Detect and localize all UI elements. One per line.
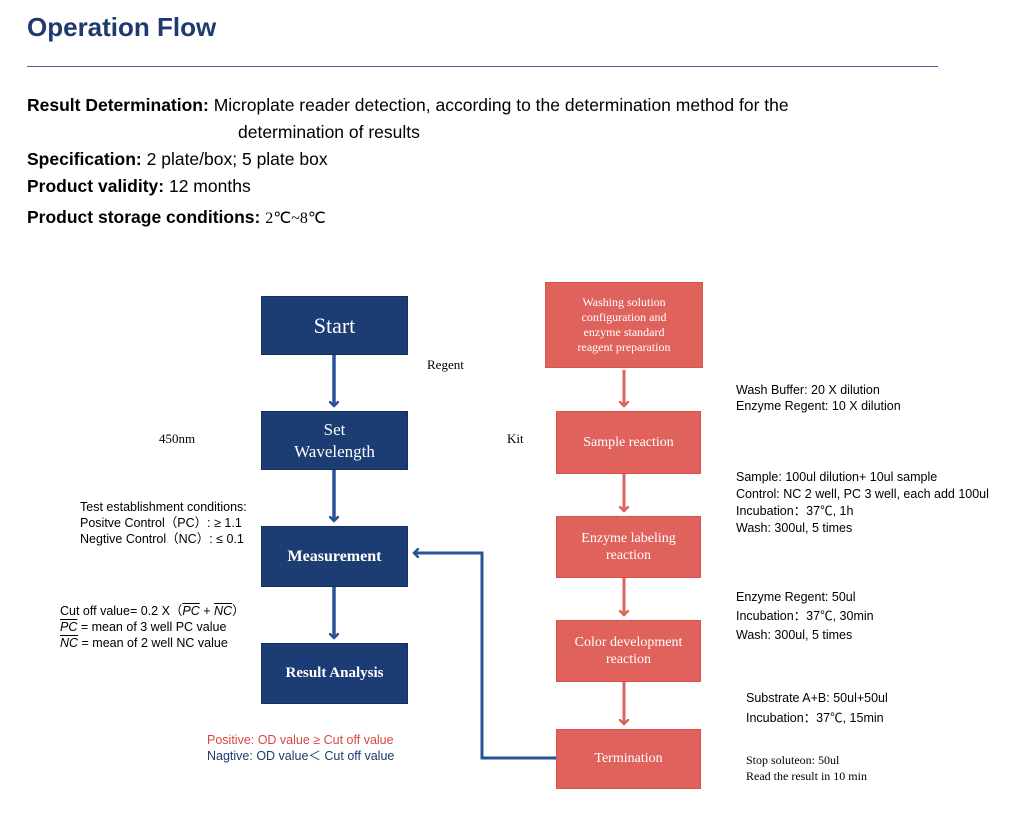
measurement-label: Measurement xyxy=(287,547,382,565)
color-development-label-2: reaction xyxy=(605,652,652,667)
sample-line-4: Wash: 300ul, 5 times xyxy=(736,521,853,535)
nc-mean-symbol: NC xyxy=(60,636,79,650)
cutoff-formula: Cut off value= 0.2 X（PC + NC） xyxy=(60,603,245,619)
nc-mean-line: NC = mean of 2 well NC value xyxy=(60,635,245,651)
termination-box: Termination xyxy=(556,729,701,789)
test-conditions-nc: Negtive Control（NC）: ≤ 0.1 xyxy=(80,532,244,546)
set-wavelength-label-1: Set xyxy=(323,419,346,439)
sample-line-2: Control: NC 2 well, PC 3 well, each add … xyxy=(736,487,989,501)
start-box: Start xyxy=(261,296,408,355)
result-text-1: Microplate reader detection, according t… xyxy=(213,95,789,115)
washing-label-4: reagent preparation xyxy=(577,340,671,354)
sample-reaction-box: Sample reaction xyxy=(556,411,701,474)
cutoff-plus: + xyxy=(199,604,215,618)
title-divider xyxy=(27,66,938,67)
color-development-box: Color development reaction xyxy=(556,620,701,682)
arrow-termination-to-measurement xyxy=(414,553,556,760)
sample-note: Sample: 100ul dilution+ 10ul sample Cont… xyxy=(736,469,989,537)
enzyme-note: Enzyme Regent: 50ul Incubation：37℃, 30mi… xyxy=(736,588,874,645)
sample-line-3: Incubation：37℃, 1h xyxy=(736,504,854,518)
spec-text: 2 plate/box; 5 plate box xyxy=(146,149,328,169)
nc-mean-text: = mean of 2 well NC value xyxy=(78,636,228,650)
cutoff-suffix: ） xyxy=(232,604,245,618)
set-wavelength-label-2: Wavelength xyxy=(294,441,375,461)
page-title: Operation Flow xyxy=(27,12,217,42)
substrate-line-1: Substrate A+B: 50ul+50ul xyxy=(746,691,888,705)
result-analysis-box: Result Analysis xyxy=(261,643,408,704)
spec-label: Specification: xyxy=(27,149,142,169)
cutoff-pc: PC xyxy=(182,604,200,618)
stop-note: Stop soluteon: 50ul Read the result in 1… xyxy=(746,752,867,784)
wash-buffer-line: Wash Buffer: 20 X dilution xyxy=(736,383,880,397)
stop-line-2: Read the result in 10 min xyxy=(746,769,867,783)
enzyme-line-2: Incubation：37℃, 30min xyxy=(736,609,874,623)
substrate-note: Substrate A+B: 50ul+50ul Incubation：37℃,… xyxy=(746,688,888,728)
wavelength-label: 450nm xyxy=(159,431,196,446)
enzyme-labeling-label-2: reaction xyxy=(605,548,652,563)
enzyme-line-1: Enzyme Regent: 50ul xyxy=(736,590,856,604)
wash-buffer-note: Wash Buffer: 20 X dilution Enzyme Regent… xyxy=(736,382,901,414)
sample-line-1: Sample: 100ul dilution+ 10ul sample xyxy=(736,470,938,484)
color-development-label-1: Color development xyxy=(574,635,683,650)
measurement-box: Measurement xyxy=(261,526,408,587)
cutoff-nc: NC xyxy=(214,604,233,618)
substrate-line-2: Incubation：37℃, 15min xyxy=(746,711,884,725)
pc-mean-symbol: PC xyxy=(60,620,78,634)
regent-label: Regent xyxy=(427,357,464,372)
cutoff-note: Cut off value= 0.2 X（PC + NC） PC = mean … xyxy=(60,603,245,651)
result-determination-line: Result Determination: Microplate reader … xyxy=(27,94,789,116)
enzyme-labeling-box: Enzyme labeling reaction xyxy=(556,516,701,578)
washing-label-2: configuration and xyxy=(581,310,667,324)
validity-label: Product validity: xyxy=(27,176,165,196)
kit-label: Kit xyxy=(507,431,524,446)
stop-line-1: Stop soluteon: 50ul xyxy=(746,753,840,767)
start-label: Start xyxy=(313,312,356,338)
validity-line: Product validity: 12 months xyxy=(27,175,251,197)
set-wavelength-box: Set Wavelength xyxy=(261,411,408,470)
enzyme-line-3: Wash: 300ul, 5 times xyxy=(736,628,853,642)
result-analysis-label: Result Analysis xyxy=(285,665,384,681)
pc-mean-line: PC = mean of 3 well PC value xyxy=(60,619,245,635)
test-conditions-pc: Positve Control（PC）: ≥ 1.1 xyxy=(80,516,242,530)
enzyme-labeling-label-1: Enzyme labeling xyxy=(581,531,676,546)
storage-label: Product storage conditions: xyxy=(27,207,261,227)
enzyme-regent-dilution-line: Enzyme Regent: 10 X dilution xyxy=(736,399,901,413)
storage-text: 2℃~8℃ xyxy=(265,210,326,227)
result-text-2: determination of results xyxy=(238,122,420,142)
cutoff-prefix: Cut off value= 0.2 X（ xyxy=(60,604,183,618)
negative-criterion: Nagtive: OD value＜ Cut off value xyxy=(207,749,395,763)
validity-text: 12 months xyxy=(168,176,251,196)
sample-reaction-label: Sample reaction xyxy=(583,434,674,450)
test-conditions-title: Test establishment conditions: xyxy=(80,500,247,514)
positive-criterion: Positive: OD value ≥ Cut off value xyxy=(207,733,394,747)
pc-mean-text: = mean of 3 well PC value xyxy=(77,620,227,634)
result-label: Result Determination: xyxy=(27,95,209,115)
storage-line: Product storage conditions: 2℃~8℃ xyxy=(27,206,326,230)
test-conditions-note: Test establishment conditions: Positve C… xyxy=(80,499,247,547)
washing-label-3: enzyme standard xyxy=(583,325,665,339)
washing-box: Washing solution configuration and enzym… xyxy=(545,282,703,368)
washing-label-1: Washing solution xyxy=(582,295,666,309)
termination-label: Termination xyxy=(594,751,663,766)
specification-line: Specification: 2 plate/box; 5 plate box xyxy=(27,148,328,170)
